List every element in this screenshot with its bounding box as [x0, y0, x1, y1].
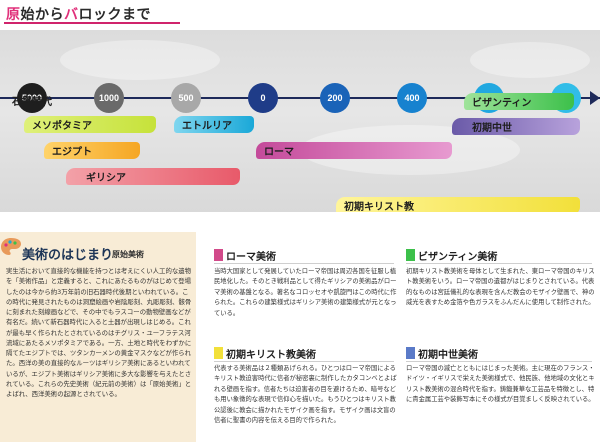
title-part-2: 始から [20, 7, 64, 23]
era-rome: ローマ [256, 142, 452, 159]
divider [406, 361, 592, 362]
year-marker: 5000 [17, 83, 47, 113]
title-part-4: ロックまで [78, 7, 151, 23]
section-early-medieval-body: ローマ帝国の滅亡とともにはじまった美術。主に現在のフランス・ドイツ・イギリスで栄… [406, 365, 595, 404]
early-medieval-color-swatch [406, 347, 415, 359]
section-rome-header: ローマ美術 [214, 248, 276, 263]
section-byzantine-body: 初期キリスト教美術を母体として生まれた、東ローマ帝国のキリスト教美術をいう。ロー… [406, 268, 595, 307]
section-byzantine-title: ビザンティン美術 [418, 251, 498, 263]
era-stone-age: 石器時代 [12, 97, 52, 108]
era-egypt: エジプト [44, 142, 140, 159]
title-part-1: 原 [6, 7, 21, 23]
era-early-medieval: 初期中世 [452, 118, 580, 135]
divider [214, 361, 394, 362]
intro-heading: 美術のはじまり [22, 248, 114, 263]
section-early-medieval-title: 初期中世美術 [418, 349, 478, 361]
band-texture [60, 40, 220, 80]
era-early-christian: 初期キリスト教 [336, 197, 580, 212]
band-texture [470, 42, 590, 78]
intro-body: 実生活において直接的な機能を持つとは考えにくい人工的な遺物を「美術作品」と定義す… [6, 267, 192, 398]
timeline-axis [0, 97, 600, 99]
title-underline [4, 22, 180, 24]
intro-subheading: 原始美術 [112, 250, 144, 259]
section-early-christian-header: 初期キリスト教美術 [214, 346, 316, 361]
year-marker: 1000 [94, 83, 124, 113]
page-title: 原始からバロックまで [6, 4, 151, 24]
section-early-christian-title: 初期キリスト教美術 [226, 349, 316, 361]
timeline-arrow-icon [590, 91, 600, 105]
era-byzantine: ビザンティン [464, 93, 574, 110]
era-etruria: エトルリア [174, 116, 254, 133]
section-rome-body: 当時大国家として発展していたローマ帝国は周辺各国を征服し植民地化した。そのとき戦… [214, 268, 397, 317]
year-marker: 0 [248, 83, 278, 113]
section-early-medieval-header: 初期中世美術 [406, 346, 478, 361]
palette-icon [1, 238, 21, 255]
title-part-3: バ [64, 7, 79, 23]
section-byzantine-header: ビザンティン美術 [406, 248, 498, 263]
early-christian-color-swatch [214, 347, 223, 359]
section-rome-title: ローマ美術 [226, 251, 276, 263]
year-marker: 200 [320, 83, 350, 113]
section-early-christian-body: 代表する美術品は２種類あげられる。ひとつはローマ帝国によるキリスト教迫害時代に信… [214, 365, 397, 424]
divider [214, 263, 394, 264]
divider [406, 263, 592, 264]
year-marker: 500 [171, 83, 201, 113]
year-marker: 400 [397, 83, 427, 113]
byzantine-color-swatch [406, 249, 415, 261]
era-mesopotamia: メソポタミア [24, 116, 156, 133]
intro-panel [0, 232, 196, 442]
rome-color-swatch [214, 249, 223, 261]
timeline-band: 5000 1000 500 0 200 400 600 800 石器時代 メソポ… [0, 30, 600, 212]
era-greece: ギリシア [66, 168, 240, 185]
